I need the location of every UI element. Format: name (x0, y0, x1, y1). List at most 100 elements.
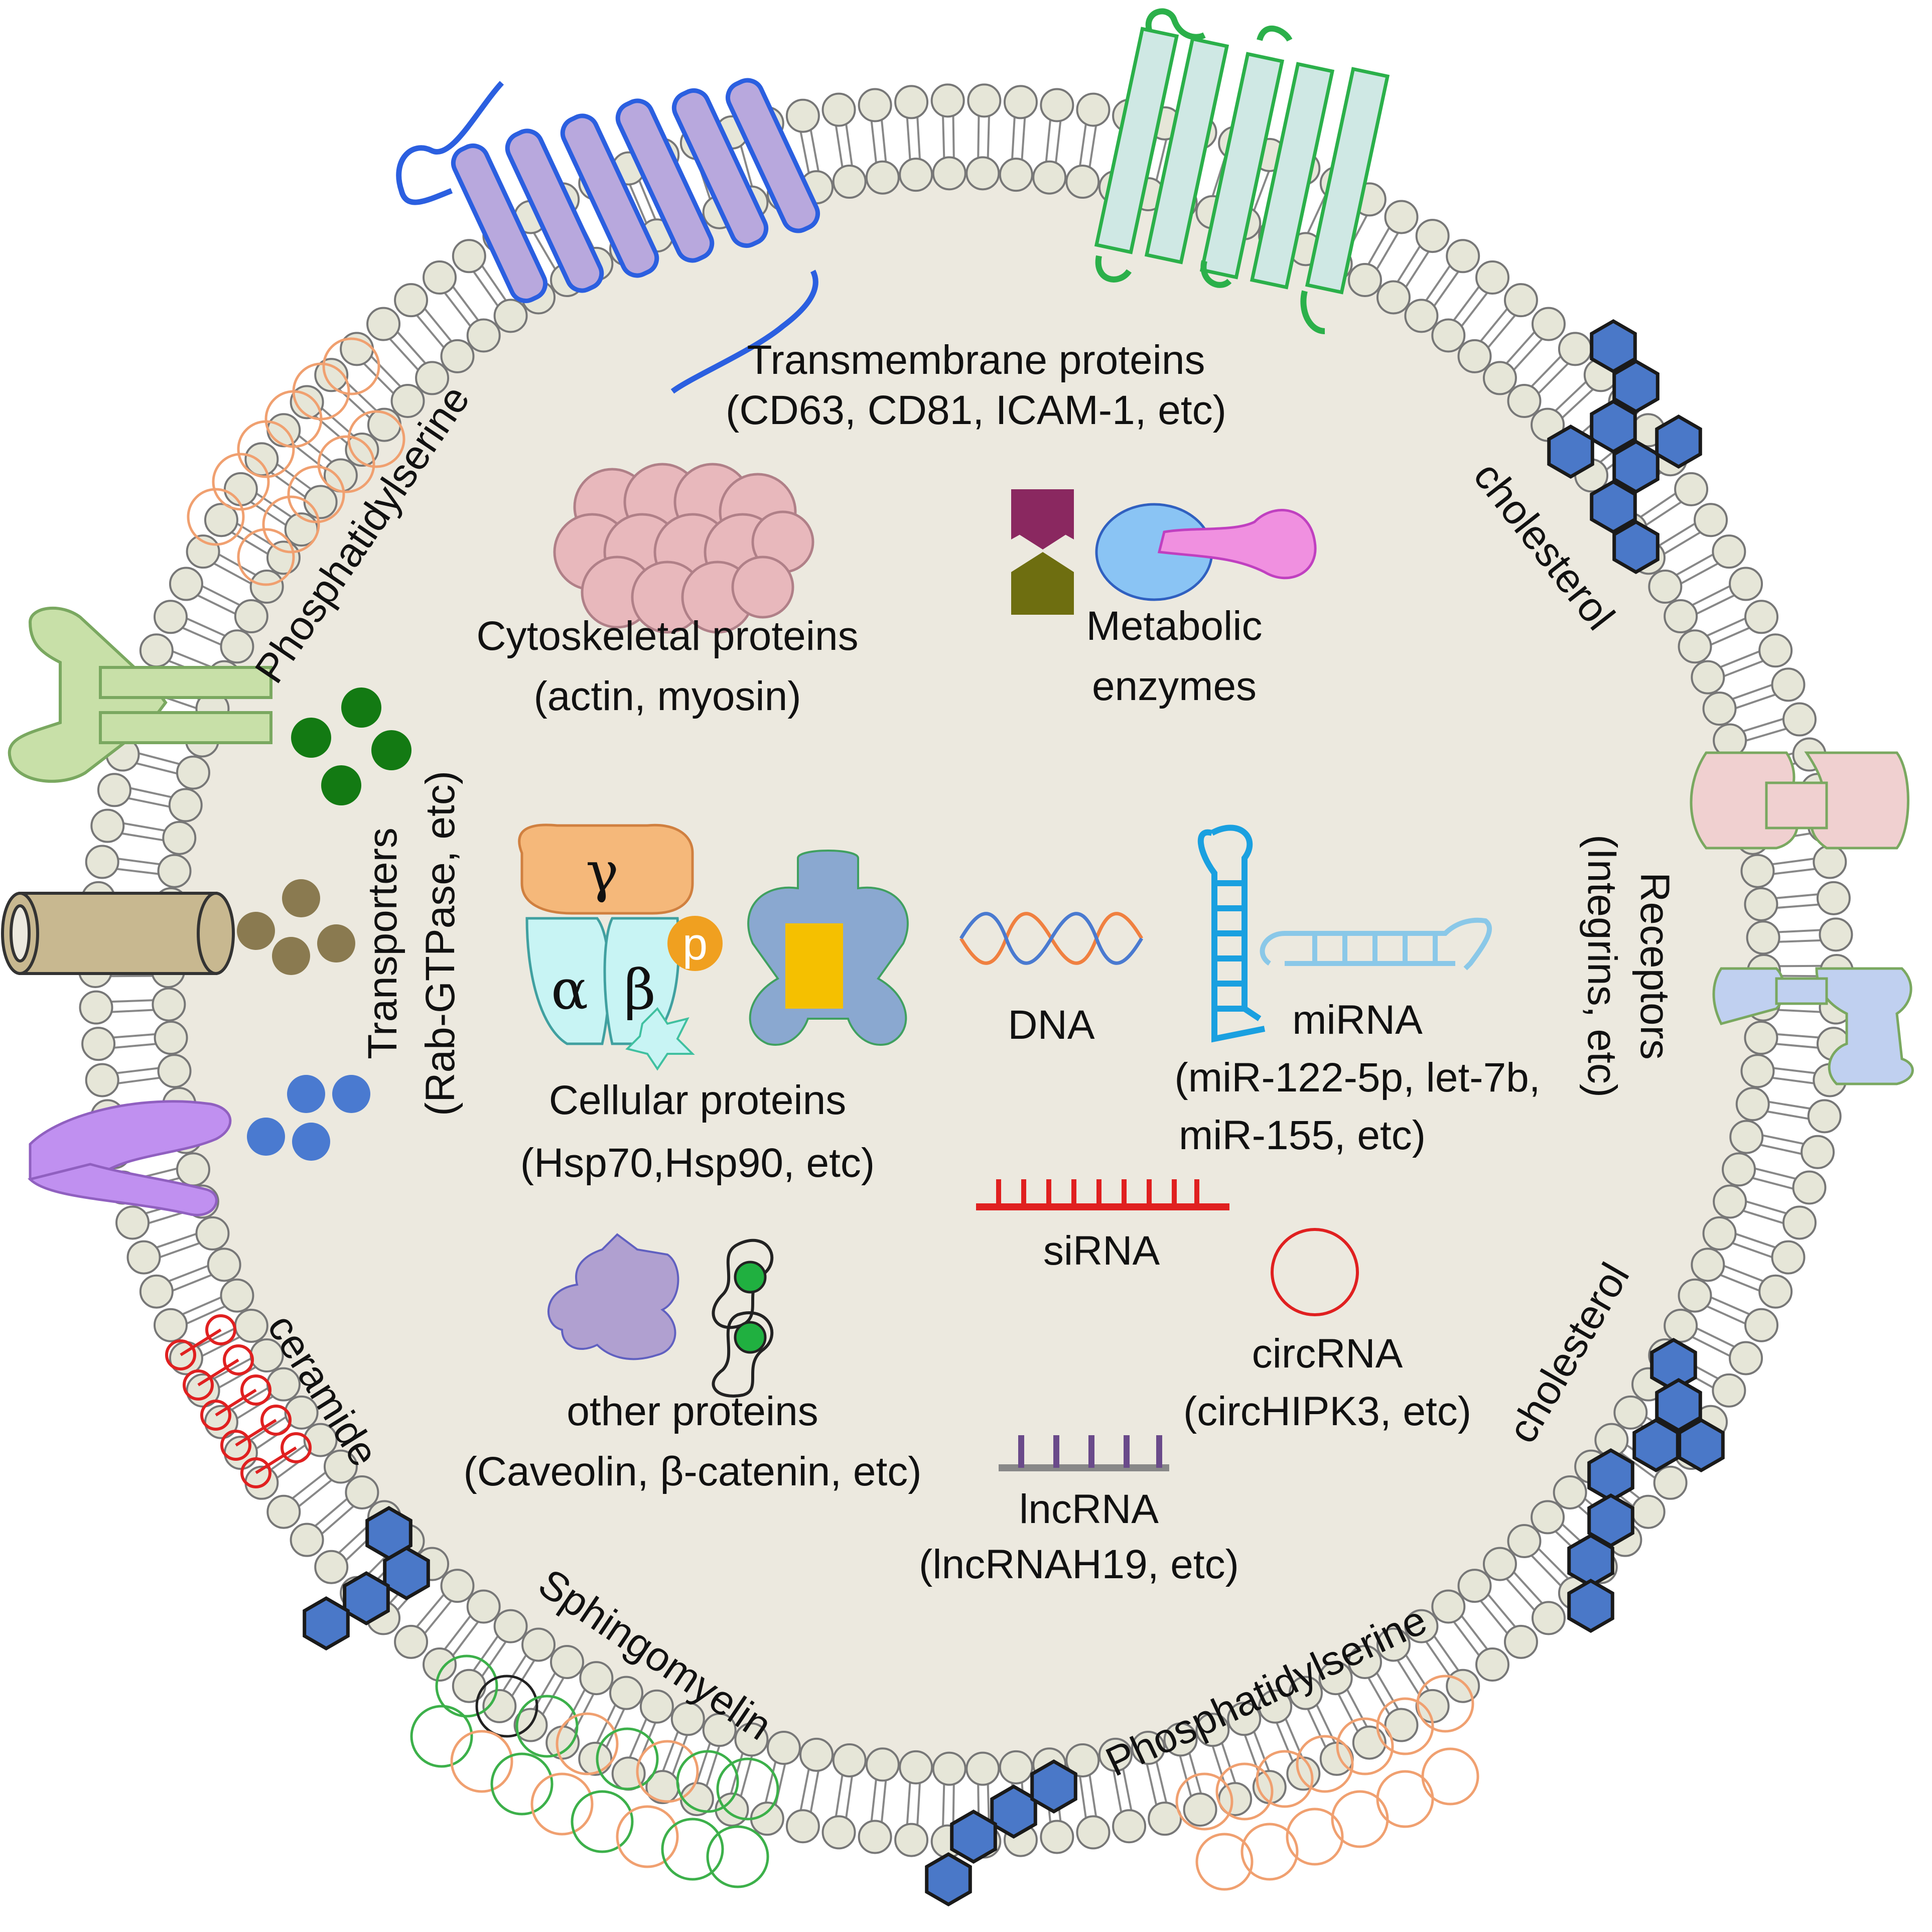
lipid-head (999, 1750, 1033, 1784)
lipid-tail (112, 1033, 156, 1039)
lipid-head (785, 98, 820, 133)
lipid-tail (1710, 627, 1750, 646)
lipid-tail (1663, 531, 1701, 555)
alpha-symbol: α (551, 957, 588, 1022)
lipid-tail (416, 314, 445, 349)
lipid-tail (1537, 362, 1569, 394)
lipid-head (609, 1676, 644, 1710)
lipid-head (1431, 1589, 1466, 1624)
lipid-head (1664, 1308, 1698, 1343)
sphingomyelin-lipids (410, 1654, 779, 1888)
lipid-tail (1696, 594, 1735, 615)
lipid-tail (799, 1768, 810, 1811)
lipid-head (314, 1550, 349, 1584)
lipid-tail (1768, 1100, 1811, 1110)
lipid-head (1771, 1240, 1806, 1275)
lipid-head (266, 1494, 301, 1529)
lipid-tail (942, 115, 945, 159)
lipid-head (1040, 88, 1074, 122)
lipid-tail (1731, 683, 1773, 700)
lipid-head (1457, 1569, 1492, 1603)
lipid-tail (1745, 1200, 1787, 1214)
lipid-head (493, 299, 528, 333)
lipid-tail (1337, 1693, 1359, 1732)
lipid-tail (942, 1783, 945, 1827)
lipid-tail (370, 355, 401, 388)
lipid-head (1475, 260, 1509, 295)
lipid-tail (1760, 1144, 1803, 1155)
lipid-head (284, 1395, 319, 1430)
lipid-tail (906, 1782, 911, 1825)
caveolin-protein-icon (547, 1233, 679, 1360)
lipid-head (894, 1823, 929, 1857)
dna-helix-icon (959, 912, 1144, 965)
lipid-head (894, 85, 929, 119)
lipid-tail (1778, 964, 1822, 968)
lipid-head (1404, 1609, 1439, 1643)
phosphatidylserine-lipids-bottom (1175, 1675, 1479, 1891)
lipid-head (1735, 1087, 1770, 1122)
lipid-head (1131, 1730, 1166, 1765)
lipid-head (1792, 1170, 1827, 1205)
lipid-tail (1723, 660, 1764, 677)
lipid-head (207, 1248, 241, 1282)
receptor-blue (1712, 967, 1914, 1085)
lipid-tail (444, 1615, 472, 1650)
lipid-tail (1346, 1689, 1368, 1728)
lipid-tail (1766, 1110, 1809, 1120)
lipid-head (152, 987, 186, 1022)
lipid-head (1813, 845, 1847, 879)
lipid-head (176, 1152, 210, 1187)
lipid-tail (835, 125, 844, 168)
lipid-tail (1405, 250, 1430, 288)
metabolic-enzymes-line2: enzymes (1092, 663, 1257, 709)
lipid-head (1691, 1248, 1725, 1282)
lipid-tail (172, 1274, 213, 1292)
lipid-head (1674, 472, 1709, 506)
lipid-head (266, 413, 301, 448)
lipid-head (139, 1274, 174, 1309)
lipid-head (1782, 702, 1817, 737)
lipid-tail (363, 362, 395, 394)
lipid-tail (444, 292, 472, 327)
lipid-tail (1453, 1621, 1480, 1657)
lipid-head (1801, 1135, 1835, 1169)
lipid-head (157, 854, 192, 888)
lipid-head (493, 1609, 528, 1643)
lipid-tail (481, 1640, 507, 1678)
lipid-head (345, 1475, 379, 1509)
lipid-head (965, 156, 1000, 191)
lipid-head (1286, 1756, 1321, 1791)
lipid-tail (472, 1635, 499, 1672)
lipid-tail (298, 1479, 333, 1507)
lipid-tail (231, 1387, 269, 1411)
lipid-tail (1433, 270, 1460, 307)
lipid-tail (1754, 1167, 1797, 1180)
receptors-title: Receptors (1632, 872, 1678, 1060)
transporter-green-protein (8, 606, 272, 783)
lipid-tail (1719, 650, 1760, 668)
lipid-head (366, 307, 401, 341)
lipid-head (1065, 1743, 1100, 1777)
lipid-head (1431, 318, 1466, 353)
g-protein-icon: γ α β p (518, 823, 723, 1071)
lipid-head (1744, 1308, 1779, 1342)
lipid-head (1553, 1475, 1587, 1509)
lipid-head (1348, 1644, 1382, 1679)
lipid-head (932, 156, 967, 191)
lipid-tail (1771, 1076, 1815, 1084)
lipid-head (1613, 1395, 1648, 1430)
lipid-head (126, 1240, 161, 1275)
lipid-head (423, 260, 457, 295)
lipid-tail (1719, 1274, 1760, 1292)
cytoskeletal-proteins-subtitle: (actin, myosin) (533, 673, 801, 719)
lipid-tail (1460, 292, 1488, 327)
lipid-tail (250, 1416, 287, 1441)
lipid-head (1446, 239, 1480, 273)
lipid-head (550, 1644, 584, 1679)
hsp-protein-icon (747, 850, 909, 1046)
phosphatidylserine-lipids-top (187, 337, 405, 586)
lipid-head (1163, 1722, 1198, 1757)
lipid-tail (662, 1731, 679, 1772)
lipid-head (162, 820, 197, 855)
